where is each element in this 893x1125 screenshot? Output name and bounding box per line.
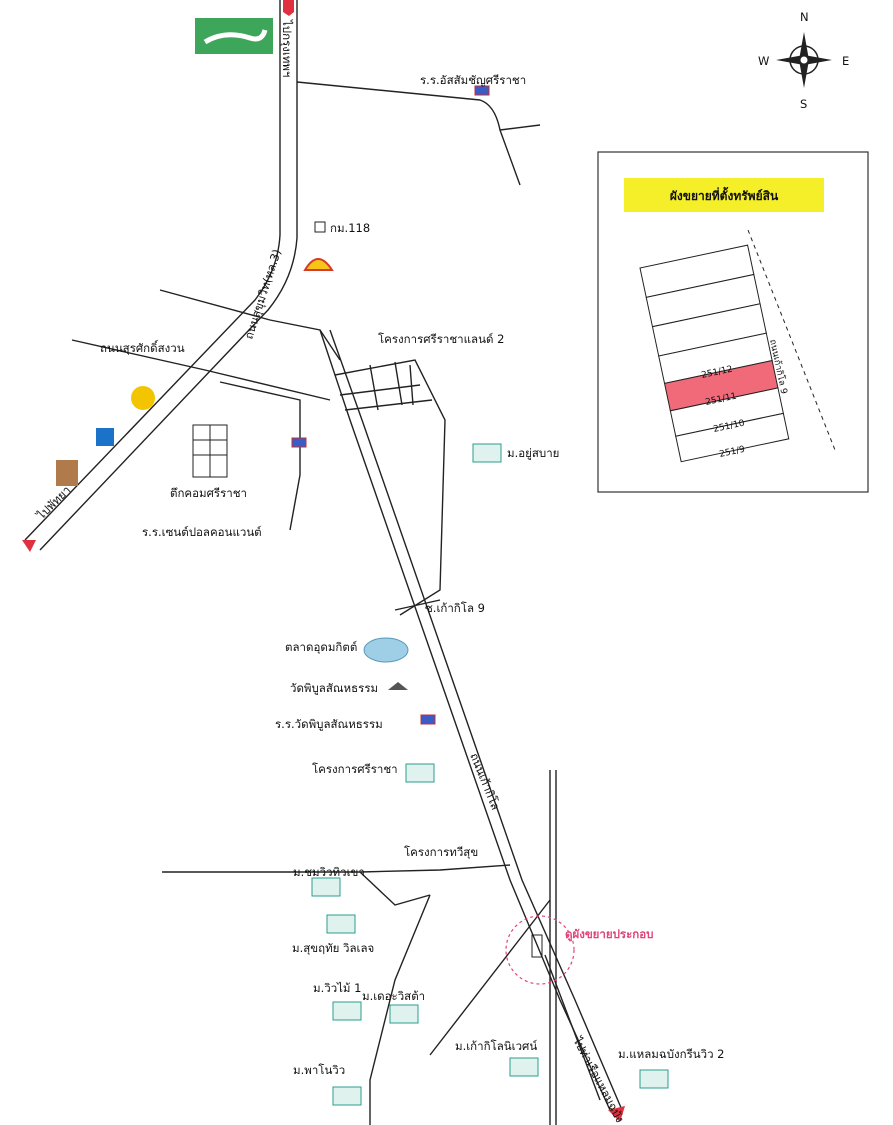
label-to-bangkok: ไปกรุงเทพฯ bbox=[280, 19, 294, 77]
label-wat: วัดพิบูลสัณหธรรม bbox=[290, 681, 378, 695]
temple-icon bbox=[388, 682, 408, 690]
label-sriracha-land: โครงการศรีราชาแลนด์ 2 bbox=[378, 332, 504, 346]
plot-marker[interactable] bbox=[505, 915, 575, 985]
railway bbox=[549, 770, 557, 1125]
label-chom-view: ม.ชมวิวทิวเขา bbox=[293, 865, 365, 879]
arrow-to-bangkok-icon bbox=[283, 0, 294, 16]
sukhumvit-road bbox=[24, 0, 298, 551]
compass-e: E bbox=[842, 54, 849, 68]
compass-rose-icon bbox=[776, 32, 832, 88]
bank-blue-icon bbox=[96, 428, 114, 446]
label-suk-village: ม.สุขฤทัย วิลเลจ bbox=[292, 941, 374, 955]
house-icon-pano-view bbox=[332, 1086, 362, 1106]
label-kao-kilo-road: ถนนเก้ากิโล bbox=[467, 751, 503, 812]
label-u-sabai: ม.อยู่สบาย bbox=[507, 446, 559, 460]
road-east bbox=[544, 954, 601, 1101]
house-icon-kao-kilo-view bbox=[509, 1057, 539, 1077]
arrow-to-pattaya-icon bbox=[22, 540, 36, 552]
label-view-mai: ม.วิวไม้ 1 bbox=[313, 981, 362, 995]
market-icon bbox=[363, 637, 409, 663]
company-logo-icon bbox=[195, 18, 273, 54]
road-chom-view bbox=[162, 864, 511, 873]
soi-9-road bbox=[394, 599, 441, 611]
label-laem-chabang-green: ม.แหลมฉบังกรีนวิว 2 bbox=[618, 1047, 725, 1061]
compass-s: S bbox=[800, 97, 807, 111]
label-km-118: กม.118 bbox=[330, 221, 370, 235]
label-school-st-paul: ร.ร.เซนต์ปอลคอนแวนต์ bbox=[142, 525, 262, 539]
building-icon bbox=[56, 460, 78, 486]
inset-panel: ผังขยายที่ตั้งทรัพย์สิน 251/12 251/11 25… bbox=[597, 151, 869, 493]
arrow-to-laem-chabang-icon bbox=[608, 1106, 625, 1122]
road-thawisuk bbox=[359, 871, 431, 906]
tower-building-icon bbox=[192, 424, 228, 478]
surasak-road bbox=[71, 339, 331, 401]
label-the-vista: ม.เดอะวิสต้า bbox=[362, 989, 425, 1003]
road-upper-diagonal bbox=[159, 289, 341, 361]
shell-logo-icon bbox=[303, 258, 334, 271]
road-kao-kilo-view bbox=[429, 899, 551, 1056]
label-to-pattaya: ไปพัทยา bbox=[34, 483, 74, 523]
house-icon-chom-view bbox=[311, 877, 341, 897]
sriracha-land-roads bbox=[334, 359, 446, 616]
label-sriracha-project: โครงการศรีราชา bbox=[312, 762, 398, 776]
inset-title: ผังขยายที่ตั้งทรัพย์สิน bbox=[670, 186, 779, 203]
compass-w: W bbox=[758, 54, 769, 68]
label-kao-kilo-view: ม.เก้ากิโลนิเวศน์ bbox=[455, 1039, 537, 1053]
label-market: ตลาดอุดมกิตต์ bbox=[285, 640, 357, 654]
label-surasak: ถนนสุรศักดิ์สงวน bbox=[100, 339, 185, 355]
label-wat-school: ร.ร.วัดพิบูลสัณหธรรม bbox=[275, 717, 383, 731]
km-marker-icon bbox=[314, 221, 326, 233]
label-tuk-com: ตึกคอมศรีราชา bbox=[170, 486, 247, 500]
flag-wat-school-icon bbox=[420, 714, 436, 725]
label-pano-view: ม.พาโนวิว bbox=[293, 1063, 345, 1077]
label-thawisuk: โครงการทวีสุข bbox=[404, 845, 478, 859]
house-icon-suk bbox=[326, 914, 356, 934]
road-assumption bbox=[296, 81, 541, 186]
flag-st-paul-icon bbox=[291, 437, 307, 448]
label-see-plan[interactable]: ดูผังขยายประกอบ bbox=[565, 927, 653, 942]
flag-assumption-icon bbox=[474, 85, 490, 96]
house-icon-u-sabai bbox=[472, 443, 502, 463]
compass-n: N bbox=[800, 10, 809, 24]
road-to-st-paul bbox=[219, 381, 301, 531]
bank-yellow-icon bbox=[131, 386, 155, 410]
house-icon-sriracha bbox=[405, 763, 435, 783]
label-sukhumvit: ถนนสุขุมวิท(ทล.3) bbox=[242, 247, 284, 341]
label-school-assumption: ร.ร.อัสสัมชัญศรีราชา bbox=[420, 73, 526, 87]
house-icon-view-mai bbox=[332, 1001, 362, 1021]
house-icon-vista bbox=[389, 1004, 419, 1024]
label-soi-9: ซ.เก้ากิโล 9 bbox=[425, 601, 485, 615]
kao-kilo-road-edge bbox=[329, 329, 623, 1111]
house-icon-laem-chabang bbox=[639, 1069, 669, 1089]
road-vista bbox=[369, 894, 431, 1125]
